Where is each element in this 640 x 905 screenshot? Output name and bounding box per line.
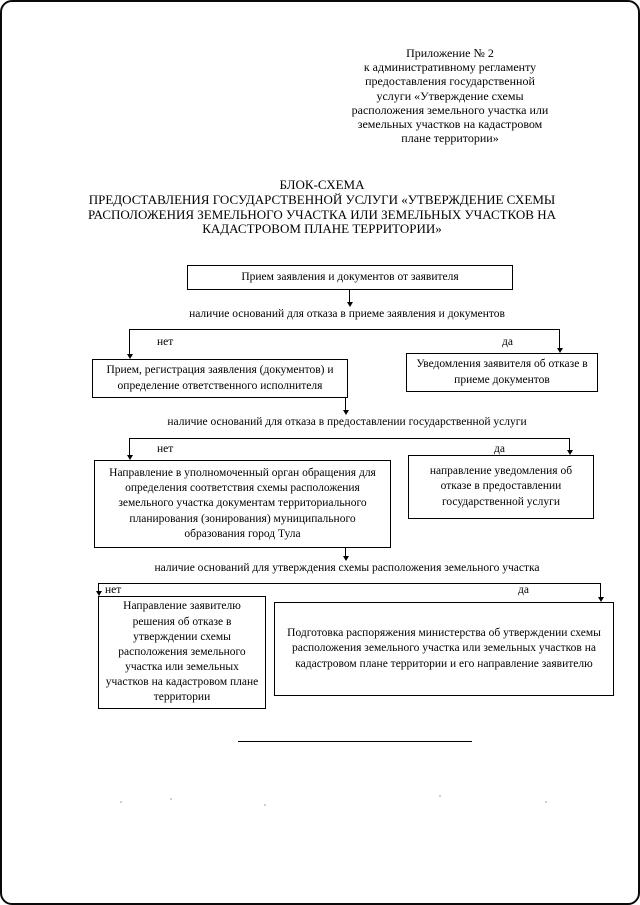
approval-order-box: Подготовка распоряжения министерства об … — [274, 602, 614, 696]
authority-request-box: Направление в уполномоченный орган обращ… — [94, 460, 391, 548]
annex-line: услуги «Утверждение схемы — [376, 88, 524, 103]
scan-speck — [170, 798, 172, 800]
decision-refuse-service: наличие оснований для отказа в предостав… — [167, 416, 527, 428]
branch-label-no: нет — [157, 443, 174, 455]
annex-line: к административному регламенту — [363, 60, 537, 75]
scan-speck — [545, 801, 547, 803]
arrow-down-icon — [566, 438, 573, 455]
scan-speck — [120, 801, 122, 803]
branch-label-yes: да — [518, 584, 529, 596]
annex-line: предоставления государственной — [365, 74, 535, 89]
decision-refuse-acceptance: наличие оснований для отказа в приеме за… — [189, 308, 505, 320]
annex-line: Приложение № 2 — [406, 46, 494, 60]
page-title: БЛОК-СХЕМА ПРЕДОСТАВЛЕНИЯ ГОСУДАРСТВЕННО… — [33, 177, 611, 237]
annex-line: плане территории» — [401, 131, 499, 146]
title-line: ПРЕДОСТАВЛЕНИЯ ГОСУДАРСТВЕННОЙ УСЛУГИ «У… — [88, 191, 556, 207]
arrow-down-icon — [342, 398, 349, 415]
branch-label-no: нет — [157, 336, 174, 348]
arrow-down-icon — [597, 583, 604, 602]
footer-line — [238, 741, 472, 742]
approval-refusal-decision-box: Направление заявителю решения об отказе … — [98, 596, 266, 709]
annex-line: земельных участков на кадастровом — [357, 117, 543, 132]
arrow-down-icon — [126, 329, 133, 359]
title-line: КАДАСТРОВОМ ПЛАНЕ ТЕРРИТОРИИ» — [202, 221, 442, 237]
title-line: РАСПОЛОЖЕНИЯ ЗЕМЕЛЬНОГО УЧАСТКА ИЛИ ЗЕМЕ… — [88, 206, 556, 222]
branch-label-yes: да — [502, 336, 513, 348]
refuse-acceptance-notice-box: Уведомления заявителя об отказе в приеме… — [406, 353, 598, 392]
arrow-down-icon — [95, 583, 102, 596]
annex-line: расположения земельного участка или — [351, 102, 549, 117]
branch-label-no: нет — [105, 584, 122, 596]
annex-header: Приложение № 2 к административному регла… — [282, 46, 618, 145]
arrow-down-icon — [556, 329, 563, 353]
scan-speck — [439, 795, 441, 797]
title-line: БЛОК-СХЕМА — [279, 177, 365, 192]
decision-approve-scheme: наличие оснований для утверждения схемы … — [154, 562, 540, 574]
branch-label-yes: да — [494, 443, 505, 455]
scan-speck — [264, 804, 266, 806]
arrow-down-icon — [342, 548, 349, 561]
service-refusal-notice-box: направление уведомления об отказе в пред… — [408, 455, 594, 519]
branch-line — [129, 438, 570, 439]
branch-line — [98, 583, 601, 584]
registration-box: Прием, регистрация заявления (документов… — [92, 359, 348, 398]
start-box: Прием заявления и документов от заявител… — [187, 265, 513, 290]
branch-line — [129, 329, 560, 330]
arrow-down-icon — [346, 290, 353, 307]
arrow-down-icon — [126, 438, 133, 460]
